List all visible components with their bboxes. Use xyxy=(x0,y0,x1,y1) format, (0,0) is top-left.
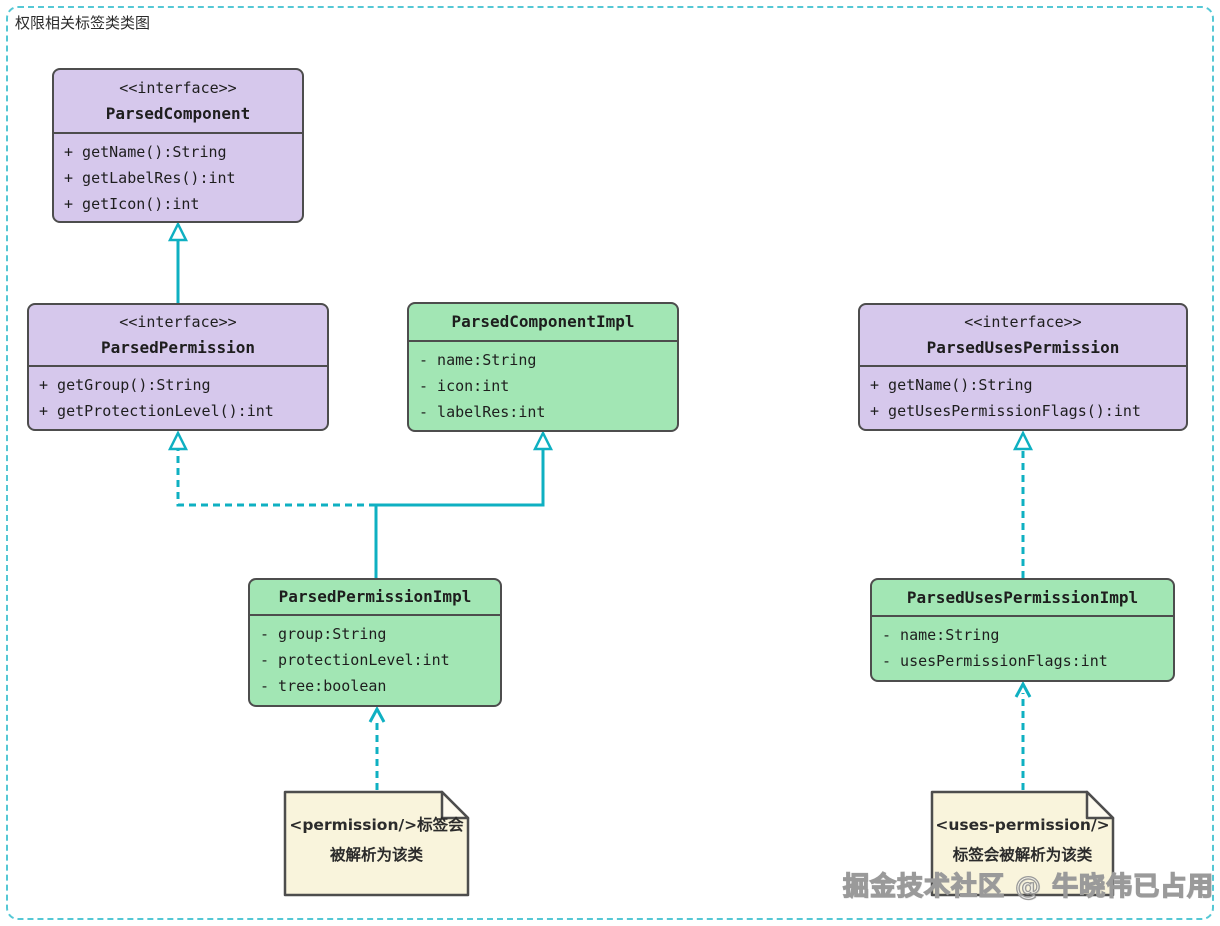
connector-note-to-parsedusespermissionimpl xyxy=(1014,680,1032,790)
member-row: + getUsesPermissionFlags():int xyxy=(870,402,1141,420)
member-row: + getName():String xyxy=(64,143,227,161)
class-header: <<interface>> ParsedUsesPermission xyxy=(860,305,1186,367)
connector-parsedusespermissionimpl-implements-parsedusespermission xyxy=(1012,430,1034,578)
stereotype-label: <<interface>> xyxy=(964,313,1082,331)
connector-parsedpermissionimpl-implements-parsedpermission xyxy=(167,430,376,507)
class-name: ParsedUsesPermission xyxy=(926,338,1120,357)
class-header: ParsedPermissionImpl xyxy=(250,580,500,616)
class-name: ParsedPermissionImpl xyxy=(278,587,472,606)
member-row: - protectionLevel:int xyxy=(260,651,450,669)
note-uses-permission: <uses-permission/>标签会被解析为该类 xyxy=(930,790,1115,897)
note-permission: <permission/>标签会被解析为该类 xyxy=(283,790,470,897)
class-header: <<interface>> ParsedPermission xyxy=(29,305,327,367)
class-parsedpermissionimpl: ParsedPermissionImpl - group:String - pr… xyxy=(248,578,502,707)
class-header: ParsedUsesPermissionImpl xyxy=(872,580,1173,617)
class-name: ParsedComponent xyxy=(105,104,251,123)
note-shape xyxy=(283,790,470,897)
member-row: - name:String xyxy=(419,351,537,369)
member-row: - usesPermissionFlags:int xyxy=(882,652,1108,670)
class-name: ParsedUsesPermissionImpl xyxy=(906,587,1139,607)
class-name: ParsedPermission xyxy=(100,338,256,357)
connector-note-to-parsedpermissionimpl xyxy=(368,705,386,790)
member-row: - group:String xyxy=(260,625,387,643)
stereotype-label: <<interface>> xyxy=(119,79,237,97)
class-members: - name:String - usesPermissionFlags:int xyxy=(872,617,1173,674)
class-parsedcomponent: <<interface>> ParsedComponent + getName(… xyxy=(52,68,304,223)
connector-parsedpermissionimpl-extends-parsedcomponentimpl xyxy=(374,430,554,578)
class-header: <<interface>> ParsedComponent xyxy=(54,70,302,134)
member-row: + getGroup():String xyxy=(39,376,211,394)
class-parsedusespermissionimpl: ParsedUsesPermissionImpl - name:String -… xyxy=(870,578,1175,682)
class-header: ParsedComponentImpl xyxy=(409,304,677,342)
member-row: + getName():String xyxy=(870,376,1033,394)
class-parsedcomponentimpl: ParsedComponentImpl - name:String - icon… xyxy=(407,302,679,432)
class-members: - name:String - icon:int - labelRes:int xyxy=(409,342,677,425)
class-members: + getName():String + getUsesPermissionFl… xyxy=(860,367,1186,424)
member-row: - tree:boolean xyxy=(260,677,387,695)
class-members: - group:String - protectionLevel:int - t… xyxy=(250,616,500,699)
class-parsedusespermission: <<interface>> ParsedUsesPermission + get… xyxy=(858,303,1188,431)
class-name: ParsedComponentImpl xyxy=(451,312,635,331)
member-row: - labelRes:int xyxy=(419,403,546,421)
member-row: - name:String xyxy=(882,626,1000,644)
stereotype-label: <<interface>> xyxy=(119,313,237,331)
connector-parsedpermission-extends-parsedcomponent xyxy=(167,221,189,303)
member-row: + getLabelRes():int xyxy=(64,169,236,187)
class-members: + getName():String + getLabelRes():int +… xyxy=(54,134,302,217)
member-row: + getProtectionLevel():int xyxy=(39,402,274,420)
class-members: + getGroup():String + getProtectionLevel… xyxy=(29,367,327,424)
member-row: + getIcon():int xyxy=(64,195,200,213)
note-text: <uses-permission/>标签会被解析为该类 xyxy=(935,816,1110,864)
note-text: <permission/>标签会被解析为该类 xyxy=(289,816,464,864)
member-row: - icon:int xyxy=(419,377,510,395)
diagram-title: 权限相关标签类类图 xyxy=(15,14,151,32)
class-parsedpermission: <<interface>> ParsedPermission + getGrou… xyxy=(27,303,329,431)
note-shape xyxy=(930,790,1115,897)
